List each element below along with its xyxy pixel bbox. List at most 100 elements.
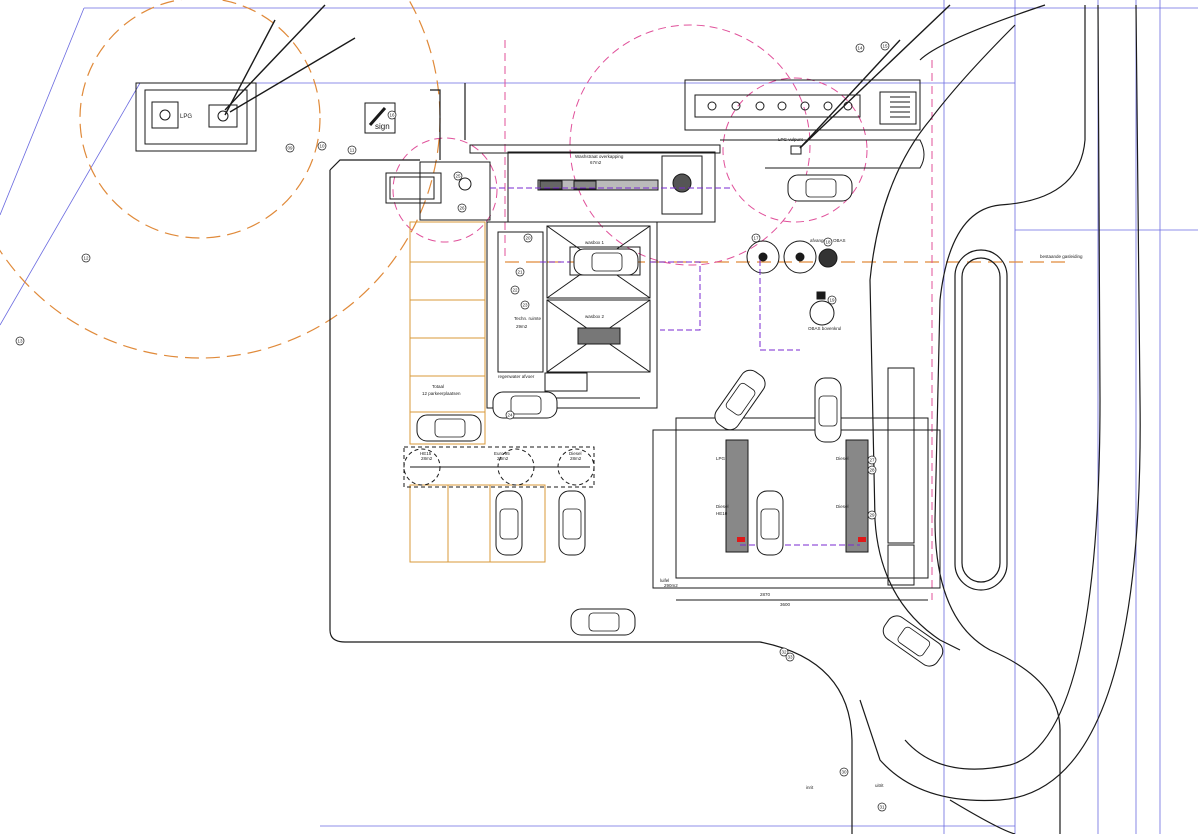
sign-label: sign: [375, 122, 390, 131]
callout-number: 27: [869, 458, 875, 463]
fuel-right-top: Diesel: [836, 456, 849, 461]
callout-number: 30: [841, 770, 847, 775]
rain-label: regenwater afvoer: [498, 374, 535, 379]
callout-number: 25: [455, 174, 461, 179]
air-water-unit: [684, 79, 925, 169]
callout-marker: 12: [81, 253, 91, 263]
callout-number: 20: [525, 236, 531, 241]
callout-marker: 19: [827, 295, 837, 305]
callout-marker: 13: [15, 336, 25, 346]
callout-number: 33: [787, 655, 793, 660]
lpg-hazard-zones: [0, 0, 1072, 359]
callout-marker: 26: [457, 203, 467, 213]
callout-number: 15: [882, 44, 888, 49]
tech-room-label: Techn. ruimte: [514, 316, 542, 321]
ev-right-label: Diesel: [569, 451, 582, 456]
road-edges: [329, 4, 1141, 834]
callout-number: 31: [879, 805, 885, 810]
car: [416, 414, 482, 442]
washbay-label: Washstraat overkapping: [575, 154, 624, 159]
parking-area: [409, 221, 546, 563]
car: [492, 391, 558, 419]
tech-room-area: 29m2: [516, 324, 528, 329]
callout-number: 16: [389, 113, 395, 118]
car: [756, 490, 784, 556]
fuel-left-top: LPG: [716, 456, 726, 461]
entrance-label: inrit: [806, 785, 814, 790]
callouts: 09 10 11 12 13 14 15 16 17 18 19 20 21 22 23 24 25 26 27 28…: [15, 41, 890, 812]
ev-left-sub: 28m2: [421, 456, 433, 461]
parking-label: Totaal: [432, 384, 444, 389]
car: [787, 174, 853, 202]
fuel-left-mid: Diesel: [716, 504, 729, 509]
car: [714, 369, 766, 431]
callout-number: 24: [507, 413, 513, 418]
ev-mid-label: Euro 95: [494, 451, 510, 456]
canopy-area: 290m2: [664, 583, 678, 588]
ev-left-label: HE15: [420, 451, 432, 456]
car: [570, 608, 636, 636]
leader-lines: [224, 4, 951, 149]
callout-marker: 20: [523, 233, 533, 243]
callout-marker: 29: [867, 510, 877, 520]
callout-number: 22: [512, 288, 518, 293]
callout-marker: 31: [877, 802, 887, 812]
fuel-right-bot: Diesel: [836, 504, 849, 509]
pink-hazard-zones: [392, 24, 933, 600]
car: [573, 248, 639, 276]
bay2-label: wasbox 2: [585, 314, 605, 319]
car: [882, 615, 944, 667]
callout-marker: 21: [515, 267, 525, 277]
callout-marker: 11: [347, 145, 357, 155]
callout-number: 10: [319, 144, 325, 149]
ev-mid-sub: 28m2: [497, 456, 509, 461]
callout-number: 18: [825, 240, 831, 245]
lpg-tank-compound: [135, 82, 257, 152]
callout-number: 32: [781, 650, 787, 655]
callout-marker: 33: [785, 652, 795, 662]
callout-number: 11: [350, 148, 355, 153]
callout-number: 29: [869, 513, 875, 518]
car: [814, 377, 842, 443]
lpg-tank-label: LPG: [180, 114, 192, 120]
obas-label: OBAS bovenkrul: [808, 326, 841, 331]
callout-number: 09: [287, 146, 293, 151]
callout-marker: 22: [510, 285, 520, 295]
lpg-vent-label: LPG vulpunt: [778, 137, 804, 142]
callout-number: 13: [17, 339, 23, 344]
callout-number: 23: [522, 303, 528, 308]
callout-marker: 16: [387, 110, 397, 120]
fuel-canopy: [652, 367, 941, 601]
gas-line-label: bestaande gasleiding: [1040, 254, 1083, 259]
callout-marker: 17: [751, 233, 761, 243]
callout-marker: 14: [855, 43, 865, 53]
washbay-area: 67m2: [590, 160, 602, 165]
pipelines: [490, 187, 860, 546]
callout-marker: 27: [867, 455, 877, 465]
car: [495, 490, 523, 556]
callout-number: 14: [857, 46, 863, 51]
small-pump-row: [403, 446, 595, 488]
callout-number: 12: [83, 256, 89, 261]
callout-marker: 25: [453, 171, 463, 181]
callout-marker: 23: [520, 300, 530, 310]
callout-marker: 09: [285, 143, 295, 153]
wash-street: [385, 144, 721, 223]
callout-number: 17: [753, 236, 759, 241]
bay1-label: wasbox 1: [585, 240, 605, 245]
dim-canopy: 2870: [760, 592, 771, 597]
callout-marker: 15: [880, 41, 890, 51]
fuel-left-bot: HE10: [716, 511, 728, 516]
callout-marker: 30: [839, 767, 849, 777]
callout-marker: 24: [505, 410, 515, 420]
ev-right-sub: 28m2: [570, 456, 582, 461]
callout-marker: 10: [317, 141, 327, 151]
parking-sub: 12 parkeerplaatsen: [422, 391, 461, 396]
callout-number: 28: [869, 468, 875, 473]
dim-main: 3600: [780, 602, 791, 607]
car: [558, 490, 586, 556]
callout-marker: 32: [779, 647, 789, 657]
callout-number: 19: [829, 298, 835, 303]
